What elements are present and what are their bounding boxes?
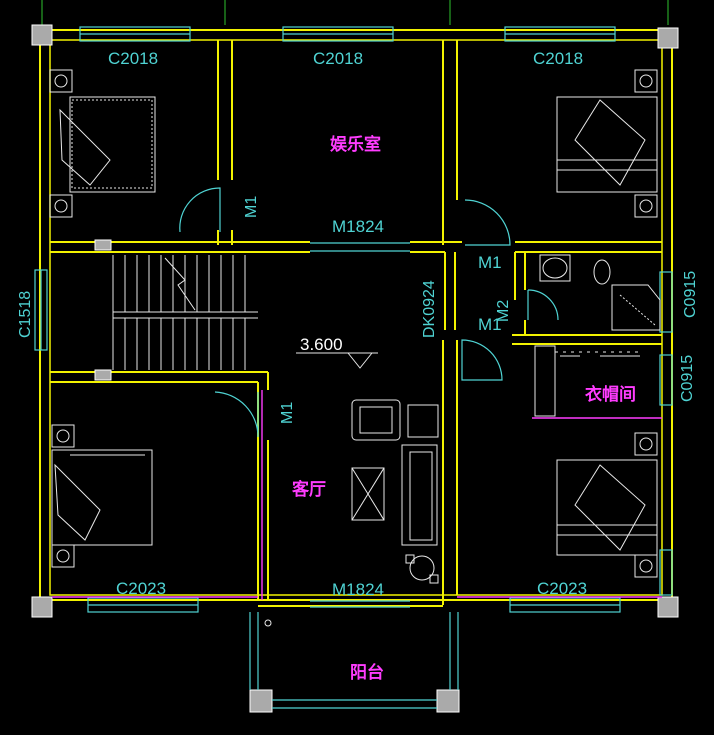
room-label-living: 客厅: [291, 479, 326, 500]
window-label-right-lower: C0915: [679, 355, 696, 402]
elevation-mark: [296, 352, 378, 369]
staircase: [112, 255, 258, 370]
window-label-left: C1518: [17, 291, 34, 338]
door-label-m2: M2: [495, 300, 512, 322]
door-label-m1-left: M1: [279, 402, 296, 424]
room-label-closet: 衣帽间: [585, 384, 636, 405]
window-label-top-left: C2018: [108, 49, 158, 68]
balcony: [249, 612, 459, 709]
window-label-top-mid: C2018: [313, 49, 363, 68]
bed-bottom-left: [51, 424, 153, 568]
closet-rails: [534, 345, 640, 417]
axis-lines: [41, 0, 669, 25]
bed-bottom-right: [556, 432, 658, 578]
opening-label-dk: DK0924: [421, 280, 438, 338]
door-label-m1-top: M1: [243, 196, 260, 218]
bed-top-right: [556, 69, 658, 218]
door-label-m1824-bottom: M1824: [332, 580, 384, 599]
living-furniture: [351, 399, 439, 584]
labels: C2018 C2018 C2018 C2023 C2023 C1518 C091…: [17, 49, 699, 683]
window-label-right-upper: C0915: [682, 271, 699, 318]
elevation-label: 3.600: [300, 335, 343, 354]
windows: [34, 26, 673, 613]
corner-columns: [31, 24, 679, 713]
door-label-m1-right-a: M1: [478, 253, 502, 272]
doors: [179, 187, 559, 608]
bed-top-left: [49, 69, 156, 218]
room-label-entertainment: 娱乐室: [330, 134, 381, 155]
door-label-m1824-top: M1824: [332, 217, 384, 236]
outer-walls: [39, 29, 673, 601]
bathroom-fixtures: [539, 254, 661, 331]
interior-walls: [50, 40, 662, 607]
room-label-balcony: 阳台: [350, 662, 384, 683]
magenta-lines: [52, 390, 662, 600]
window-label-bottom-left: C2023: [116, 579, 166, 598]
door-label-m1-right-b: M1: [478, 315, 502, 334]
window-label-bottom-right: C2023: [537, 579, 587, 598]
window-label-top-right: C2018: [533, 49, 583, 68]
